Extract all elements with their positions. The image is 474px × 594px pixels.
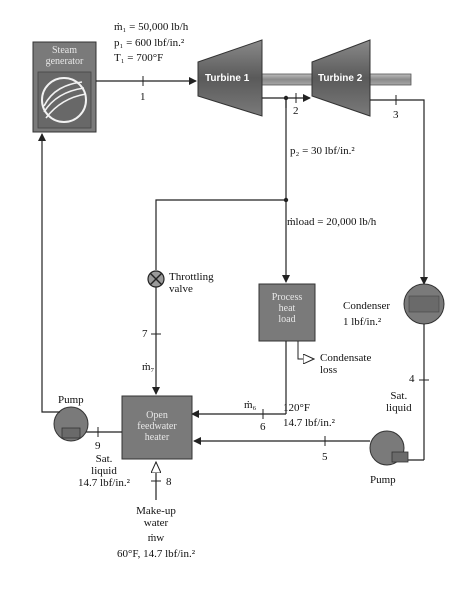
pressure-2: p₂ = 30 lbf/in.² <box>290 145 355 157</box>
condenser-pressure: 1 lbf/in.² <box>343 316 382 328</box>
makeup-mass-flow: ṁw <box>147 532 165 544</box>
pump-right-label: Pump <box>370 474 396 486</box>
state-6-temperature: 120°F <box>283 402 311 414</box>
steam-generator-label: Steam generator <box>45 45 84 67</box>
state-5-label: 5 <box>322 451 328 463</box>
pump-right <box>369 430 409 466</box>
makeup-water-label: Make-up water <box>136 505 176 529</box>
state-7-label: 7 <box>142 328 148 340</box>
state-6-pressure: 14.7 lbf/in.² <box>283 417 335 429</box>
condenser-label: Condenser <box>343 300 391 312</box>
open-feedwater-heater <box>121 395 193 460</box>
condensate-loss-label: Condensate loss <box>320 352 372 376</box>
line-to-throttle <box>155 199 286 270</box>
pump-left <box>53 406 89 442</box>
state-9-label: 9 <box>95 440 101 452</box>
turbine-1-label: Turbine 1 <box>205 73 250 84</box>
mass-flow-6: ṁ₆ <box>244 399 257 411</box>
state-1-label: 1 <box>140 91 146 103</box>
state-4-label: 4 <box>409 373 415 385</box>
makeup-state: 60°F, 14.7 lbf/in.² <box>116 548 195 560</box>
throttling-valve <box>147 270 165 288</box>
throttling-valve-label: Throttling valve <box>169 271 214 295</box>
pump-left-label: Pump <box>58 394 84 406</box>
turbine-2-label: Turbine 2 <box>318 73 363 84</box>
process-heat-load <box>258 283 316 342</box>
mass-flow-1: ṁ₁ = 50,000 lb/h <box>114 21 189 33</box>
mass-flow-7: ṁ₇ <box>142 361 155 373</box>
pressure-1: p₁ = 600 lbf/in.² <box>114 37 185 49</box>
line-state-2 <box>262 97 287 108</box>
line-state-3 <box>370 99 428 285</box>
state-3-label: 3 <box>393 109 399 121</box>
steam-generator <box>32 41 97 133</box>
turbine-2-body <box>311 39 371 117</box>
feedwater-heater-label: Open feedwater heater <box>137 410 177 443</box>
state-9-condition: Sat. liquid 14.7 lbf/in.² <box>78 453 130 489</box>
state-4-condition: Sat. liquid <box>386 390 412 414</box>
state-8-label: 8 <box>166 476 172 488</box>
condenser <box>403 283 445 325</box>
state-2-label: 2 <box>293 105 299 117</box>
temperature-1: T₁ = 700°F <box>114 52 164 64</box>
process-heat-load-label: Process heat load <box>271 292 303 325</box>
state-6-label: 6 <box>260 421 266 433</box>
condensate-loss-line <box>297 341 314 359</box>
line-pump-to-generator <box>38 133 60 413</box>
mass-flow-load: ṁload = 20,000 lb/h <box>287 216 377 228</box>
turbine-1-body <box>197 39 263 117</box>
